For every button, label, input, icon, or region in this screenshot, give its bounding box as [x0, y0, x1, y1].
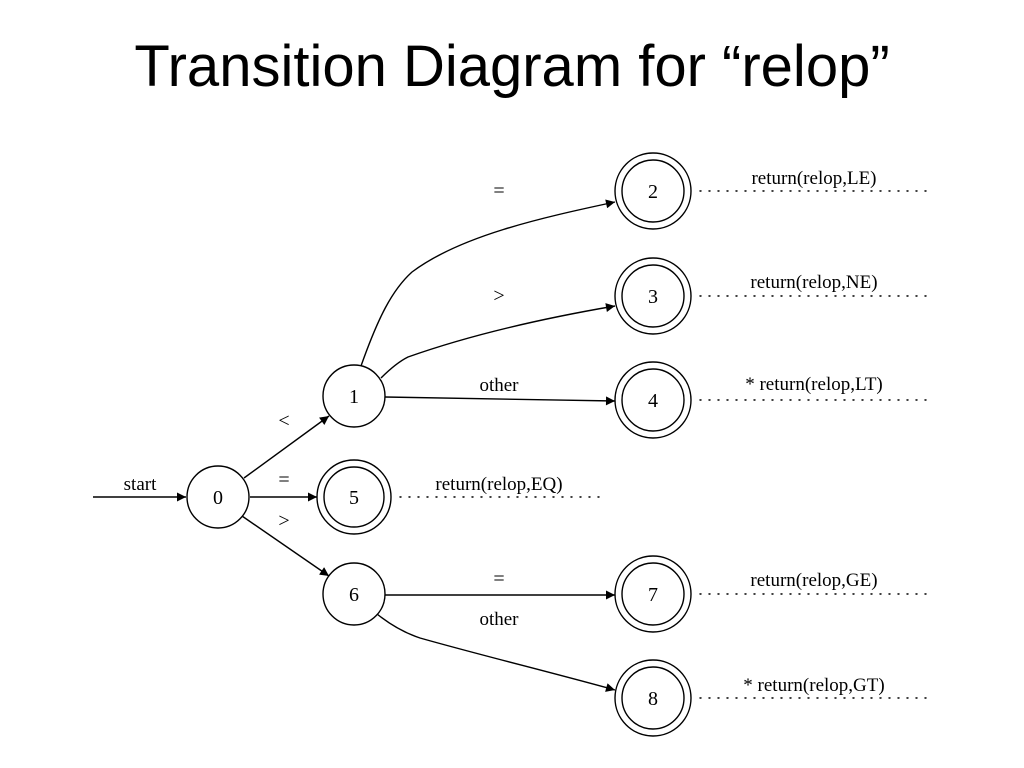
- edge-label-0-5: =: [278, 469, 289, 491]
- state-inner-circle: [323, 466, 385, 528]
- action-5: return(relop,EQ): [435, 474, 562, 495]
- state-label: 5: [349, 487, 359, 509]
- state-4: 4: [614, 361, 692, 439]
- action-4: * return(relop,LT): [745, 374, 883, 395]
- edge-label-6-8: other: [479, 609, 519, 630]
- edge-0-1: [243, 415, 330, 479]
- state-inner-circle: [621, 159, 685, 223]
- edge-1-3: [380, 303, 616, 379]
- state-label: 4: [648, 390, 658, 412]
- state-6: 6: [322, 562, 386, 626]
- edge-1-4: [384, 396, 616, 406]
- state-1: 1: [322, 364, 386, 428]
- state-label: 6: [349, 584, 359, 606]
- edge-0-6: [241, 515, 330, 577]
- edge-label-1-4: other: [479, 375, 519, 396]
- state-label: 2: [648, 181, 658, 203]
- state-7: 7: [614, 555, 692, 633]
- action-8: * return(relop,GT): [743, 675, 884, 696]
- state-inner-circle: [621, 264, 685, 328]
- state-label: 8: [648, 688, 658, 710]
- state-inner-circle: [621, 368, 685, 432]
- edge-label-0-1: <: [278, 410, 289, 432]
- state-inner-circle: [621, 666, 685, 730]
- state-0: 0: [186, 465, 250, 529]
- state-5: 5: [316, 459, 392, 535]
- state-inner-circle: [621, 562, 685, 626]
- state-label: 7: [648, 584, 658, 606]
- state-8: 8: [614, 659, 692, 737]
- edge-label-1-2: =: [493, 180, 504, 202]
- start-label: start: [124, 474, 157, 495]
- state-label: 1: [349, 386, 359, 408]
- edge-label-1-3: >: [493, 285, 504, 307]
- edge-6-8: [376, 613, 616, 692]
- edge-label-0-6: >: [278, 510, 289, 532]
- action-7: return(relop,GE): [750, 570, 877, 591]
- state-circle: [186, 465, 250, 529]
- slide-title: Transition Diagram for “relop”: [134, 34, 890, 99]
- edge-label-6-7: =: [493, 568, 504, 590]
- state-label: 3: [648, 286, 658, 308]
- state-circle: [322, 562, 386, 626]
- state-3: 3: [614, 257, 692, 335]
- state-circle: [322, 364, 386, 428]
- state-2: 2: [614, 152, 692, 230]
- action-2: return(relop,LE): [751, 168, 876, 189]
- edge-1-2: [360, 199, 616, 367]
- action-3: return(relop,NE): [750, 272, 877, 293]
- state-label: 0: [213, 487, 223, 509]
